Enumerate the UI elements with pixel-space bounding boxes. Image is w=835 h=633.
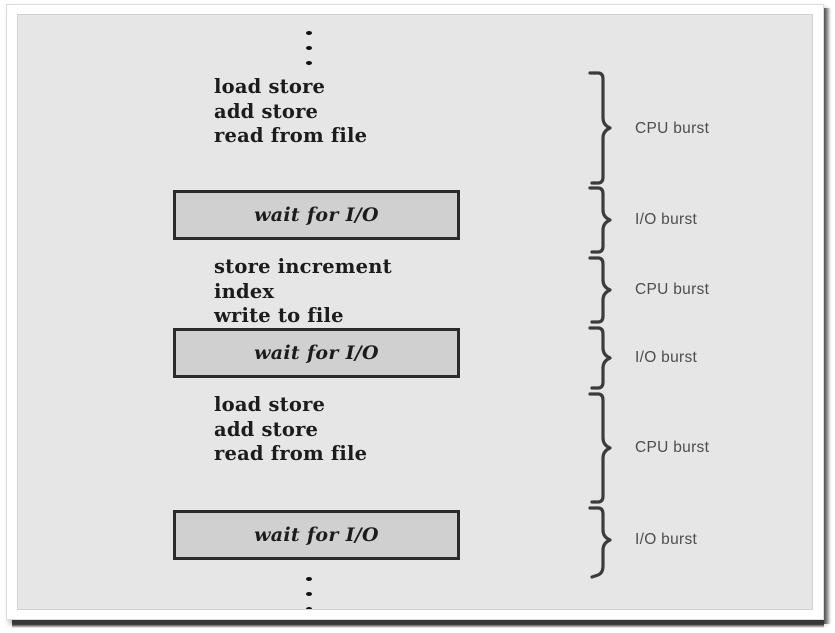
- burst-label-cpu-2: CPU burst: [635, 281, 710, 298]
- burst-label-io-1: I/O burst: [635, 211, 698, 228]
- burst-label-io-3: I/O burst: [635, 349, 698, 366]
- burst-label-io-2: I/O burst: [635, 531, 698, 548]
- bottom-ellipsis: [297, 577, 321, 609]
- frame-right-shadow: [824, 8, 831, 624]
- ellipsis-dot: [306, 577, 312, 581]
- instruction-line: read from file: [214, 442, 368, 465]
- frame-bottom-shadow: [12, 620, 824, 628]
- wait-for-io-label: wait for I/O: [254, 524, 379, 546]
- ellipsis-dot: [306, 31, 312, 35]
- ellipsis-dot: [306, 46, 312, 50]
- brace-chain-svg: [588, 71, 612, 579]
- ellipsis-dot: [306, 61, 312, 65]
- brace-cpu-2: [588, 256, 612, 324]
- wait-for-io-box-1: wait for I/O: [173, 190, 460, 240]
- burst-label-cpu-3: CPU burst: [635, 439, 710, 456]
- cpu-instruction-block-1: load store add store read from file: [214, 75, 367, 149]
- instruction-line: load store: [214, 393, 326, 416]
- instruction-line: index: [214, 279, 275, 303]
- wait-for-io-label: wait for I/O: [254, 204, 379, 226]
- instruction-line: load store: [214, 75, 326, 98]
- wait-for-io-label: wait for I/O: [254, 342, 379, 364]
- burst-label-cpu-1: CPU burst: [635, 120, 710, 137]
- instruction-line: store increment: [214, 255, 392, 278]
- cpu-instruction-block-2: store increment index write to file: [214, 255, 392, 329]
- brace-io-2: [588, 326, 612, 390]
- instruction-line: write to file: [214, 304, 344, 327]
- wait-for-io-box-3: wait for I/O: [173, 510, 460, 560]
- instruction-line: read from file: [214, 124, 368, 147]
- instruction-line: add store: [214, 99, 319, 123]
- instruction-line: add store: [214, 417, 319, 441]
- ellipsis-dot: [306, 607, 312, 609]
- ellipsis-dot: [306, 592, 312, 596]
- figure-panel: load store add store read from file wait…: [17, 14, 813, 610]
- wait-for-io-box-2: wait for I/O: [173, 328, 460, 378]
- brace-io-1: [588, 186, 612, 254]
- top-ellipsis: [297, 31, 321, 65]
- figure-frame: load store add store read from file wait…: [6, 4, 824, 620]
- brace-io-3: [588, 506, 612, 579]
- brace-cpu-3: [588, 392, 612, 504]
- brace-cpu-1: [588, 71, 612, 185]
- cpu-instruction-block-3: load store add store read from file: [214, 393, 367, 467]
- burst-brace-column: [578, 70, 626, 590]
